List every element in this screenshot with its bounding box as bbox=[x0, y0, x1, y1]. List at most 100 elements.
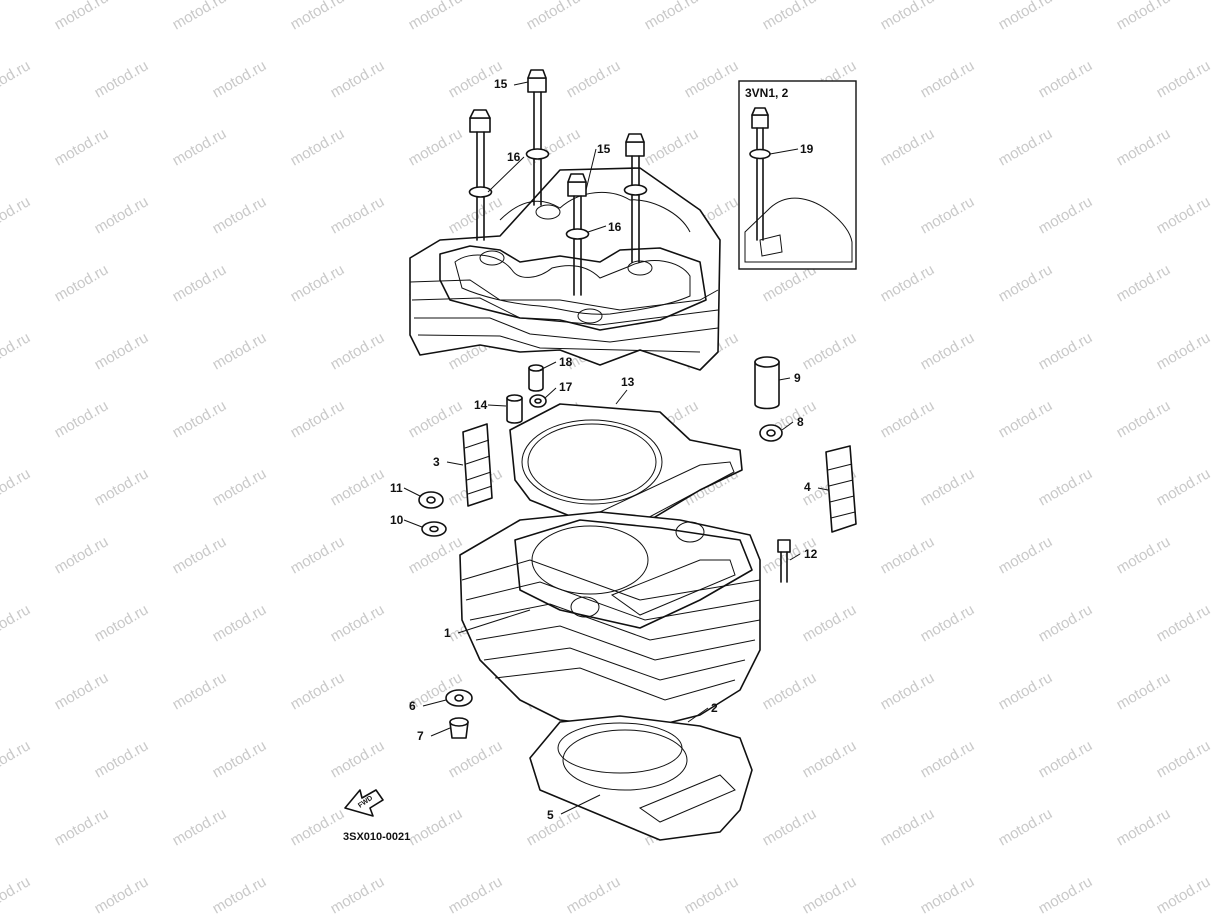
watermark-text: motod.ru bbox=[170, 533, 230, 577]
watermark-text: motod.ru bbox=[996, 125, 1056, 169]
watermark-text: motod.ru bbox=[918, 465, 978, 509]
watermark-text: motod.ru bbox=[328, 601, 388, 645]
watermark-text: motod.ru bbox=[524, 125, 584, 169]
callout-label: 19 bbox=[800, 142, 814, 156]
cylinder-head bbox=[409, 167, 721, 371]
watermark-text: motod.ru bbox=[210, 465, 270, 509]
callout-label: 9 bbox=[794, 371, 801, 385]
watermark-text: motod.ru bbox=[878, 261, 938, 305]
leader-line bbox=[587, 225, 607, 233]
callout-label: 17 bbox=[559, 380, 573, 394]
callout-label: 15 bbox=[494, 77, 508, 91]
watermark-text: motod.ru bbox=[288, 397, 348, 441]
watermark-text: motod.ru bbox=[996, 261, 1056, 305]
leader-line bbox=[513, 81, 529, 86]
callout-label: 1 bbox=[444, 626, 451, 640]
watermark-text: motod.ru bbox=[1114, 805, 1174, 849]
callout-label: 7 bbox=[417, 729, 424, 743]
watermark-text: motod.ru bbox=[52, 805, 112, 849]
watermark-text: motod.ru bbox=[1154, 601, 1214, 645]
watermark-text: motod.ru bbox=[1114, 125, 1174, 169]
watermark-text: motod.ru bbox=[170, 805, 230, 849]
watermark-text: motod.ru bbox=[446, 737, 506, 781]
callout-label: 8 bbox=[797, 415, 804, 429]
leader-line bbox=[539, 361, 557, 371]
watermark-text: motod.ru bbox=[1114, 533, 1174, 577]
watermark-text: motod.ru bbox=[0, 329, 33, 373]
watermark-text: motod.ru bbox=[92, 329, 152, 373]
watermark-text: motod.ru bbox=[328, 465, 388, 509]
watermark-text: motod.ru bbox=[1036, 465, 1096, 509]
watermark-text: motod.ru bbox=[682, 873, 742, 914]
watermark-text: motod.ru bbox=[52, 0, 112, 33]
watermark-text: motod.ru bbox=[210, 193, 270, 237]
watermark-text: motod.ru bbox=[878, 533, 938, 577]
watermark-text: motod.ru bbox=[800, 737, 860, 781]
watermark-text: motod.ru bbox=[446, 193, 506, 237]
watermark-text: motod.ru bbox=[878, 0, 938, 33]
watermark-text: motod.ru bbox=[878, 669, 938, 713]
watermark-text: motod.ru bbox=[1154, 465, 1214, 509]
stud-sleeves bbox=[462, 423, 857, 533]
watermark-text: motod.ru bbox=[1036, 193, 1096, 237]
inset-label: 3VN1, 2 bbox=[745, 86, 789, 100]
watermark-text: motod.ru bbox=[288, 261, 348, 305]
watermark-text: motod.ru bbox=[210, 737, 270, 781]
watermark-text: motod.ru bbox=[760, 805, 820, 849]
bolt-left bbox=[468, 109, 493, 241]
leader-line bbox=[585, 148, 597, 191]
callout-label: 15 bbox=[597, 142, 611, 156]
watermark-text: motod.ru bbox=[328, 193, 388, 237]
watermark-text: motod.ru bbox=[682, 57, 742, 101]
watermark-text: motod.ru bbox=[210, 601, 270, 645]
leader-line bbox=[817, 487, 829, 491]
callout-label: 5 bbox=[547, 808, 554, 822]
leader-line bbox=[769, 148, 799, 155]
watermark-text: motod.ru bbox=[0, 737, 33, 781]
watermark-text: motod.ru bbox=[996, 669, 1056, 713]
watermark-text: motod.ru bbox=[406, 805, 466, 849]
watermark-text: motod.ru bbox=[1154, 873, 1214, 914]
callout-label: 6 bbox=[409, 699, 416, 713]
watermark-text: motod.ru bbox=[1114, 261, 1174, 305]
watermark-text: motod.ru bbox=[92, 465, 152, 509]
watermark-text: motod.ru bbox=[996, 0, 1056, 33]
watermark-text: motod.ru bbox=[170, 261, 230, 305]
leader-line bbox=[560, 794, 601, 815]
watermark-text: motod.ru bbox=[1036, 329, 1096, 373]
watermark-text: motod.ru bbox=[800, 601, 860, 645]
watermark-text: motod.ru bbox=[288, 805, 348, 849]
watermark-text: motod.ru bbox=[918, 601, 978, 645]
watermark-text: motod.ru bbox=[328, 329, 388, 373]
watermark-text: motod.ru bbox=[406, 0, 466, 33]
leader-line bbox=[457, 609, 531, 634]
watermark-text: motod.ru bbox=[288, 669, 348, 713]
watermark-text: motod.ru bbox=[92, 193, 152, 237]
leader-line bbox=[789, 553, 801, 561]
watermark-text: motod.ru bbox=[1114, 0, 1174, 33]
watermark-text: motod.ru bbox=[0, 193, 33, 237]
watermark-text: motod.ru bbox=[170, 397, 230, 441]
drawing-code: 3SX010-0021 bbox=[343, 831, 410, 843]
watermark-text: motod.ru bbox=[52, 125, 112, 169]
watermark-text: motod.ru bbox=[996, 805, 1056, 849]
leader-line bbox=[487, 156, 525, 193]
leader-line bbox=[687, 707, 709, 723]
watermark-text: motod.ru bbox=[92, 873, 152, 914]
fwd-arrow-icon bbox=[344, 789, 384, 817]
small-parts bbox=[418, 356, 791, 739]
head-gasket bbox=[509, 403, 743, 531]
watermark-text: motod.ru bbox=[996, 533, 1056, 577]
watermark-text: motod.ru bbox=[1036, 601, 1096, 645]
watermark-text: motod.ru bbox=[878, 805, 938, 849]
watermark-text: motod.ru bbox=[328, 737, 388, 781]
head-bolts bbox=[468, 69, 648, 296]
bolt-center bbox=[525, 69, 550, 206]
watermark-text: motod.ru bbox=[760, 669, 820, 713]
watermark-text: motod.ru bbox=[170, 0, 230, 33]
callout-label: 14 bbox=[474, 398, 488, 412]
watermark-text: motod.ru bbox=[918, 329, 978, 373]
watermark-text: motod.ru bbox=[918, 193, 978, 237]
callout-label: 4 bbox=[804, 480, 811, 494]
